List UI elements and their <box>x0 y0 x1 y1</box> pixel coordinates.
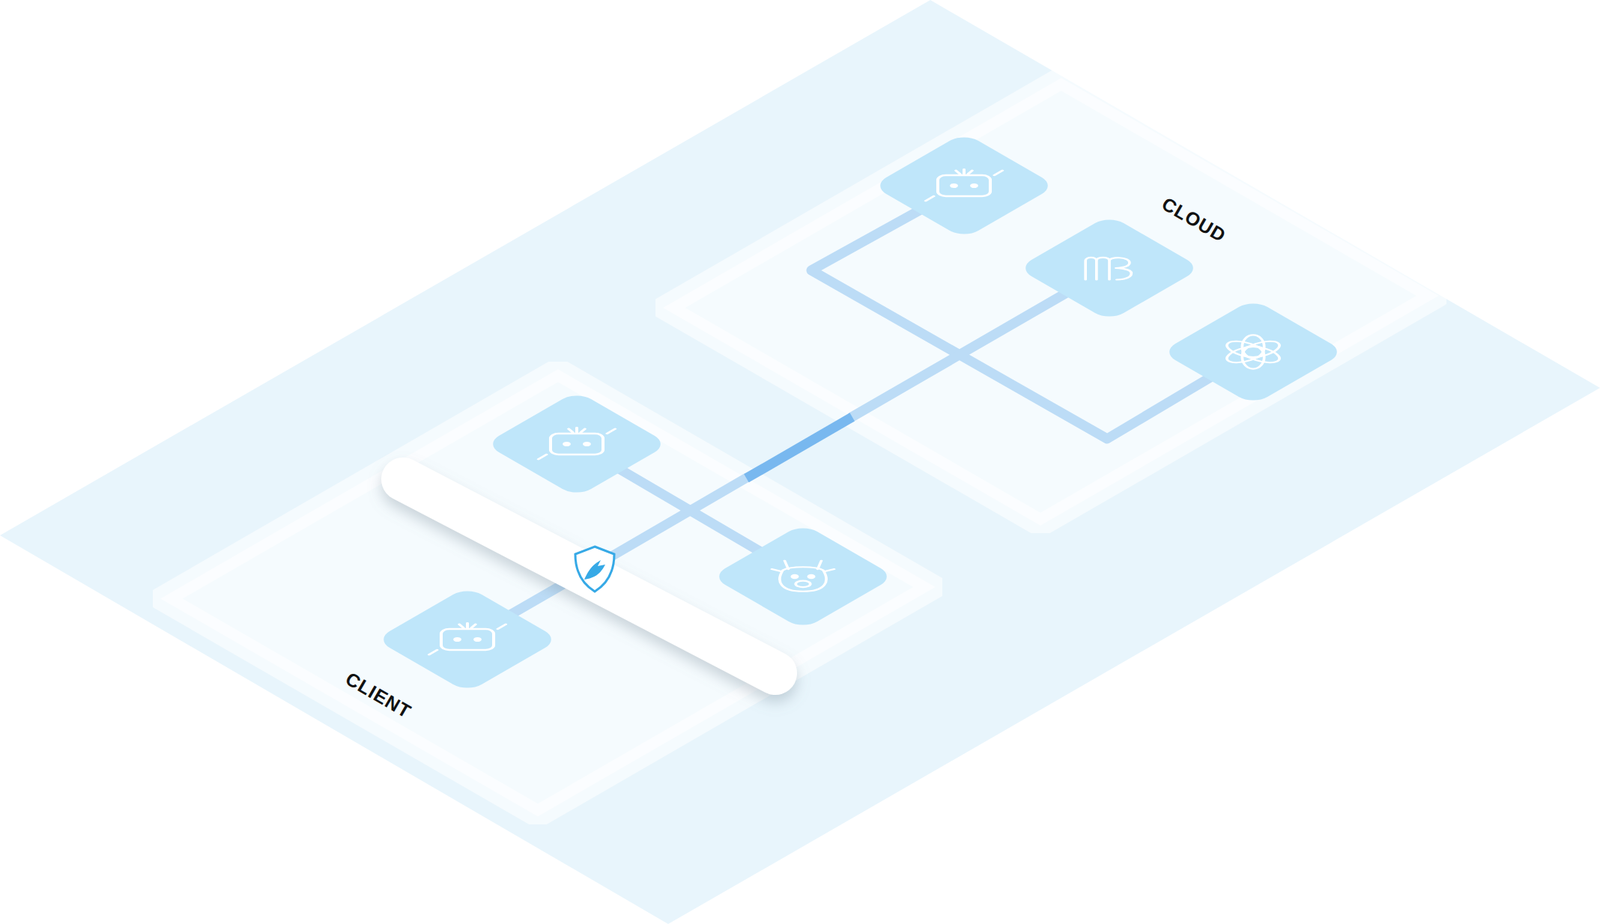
connector-lines <box>467 185 1254 640</box>
panel-shape <box>662 77 1439 526</box>
panel-shape <box>160 369 936 818</box>
link-connector <box>746 417 852 479</box>
icon-tiles <box>375 132 1346 693</box>
shield-icon <box>575 546 615 592</box>
